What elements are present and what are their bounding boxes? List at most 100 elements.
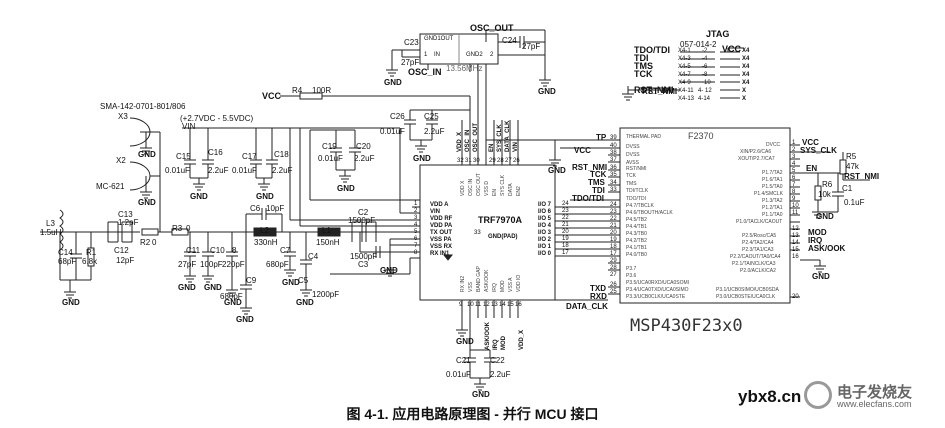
mcu-inner-label: P2.0/ACLK/CA2 [740, 268, 776, 274]
c3-label: C3 [358, 260, 369, 269]
c3-value: 1500pF [350, 252, 378, 261]
mcu-inner-label: P4.2/TB2 [626, 238, 647, 244]
jtag-x: X [742, 88, 747, 94]
gnd-x3: GND [138, 150, 156, 159]
trf-inner-label: MOD [500, 280, 506, 292]
trf-io: I/O 4 [538, 223, 552, 229]
supply-range: (+2.7VDC - 5.5VDC) [180, 114, 254, 123]
crystal-pin1: 1 [424, 52, 428, 58]
c19-label: C19 [322, 142, 337, 151]
trf-bottom-net: ASK/OOK [485, 321, 491, 350]
trf-inner-label: OSC IN [468, 178, 474, 196]
trf-inner-label: OSC OUT [476, 173, 482, 196]
mcu-pin-num: 25 [610, 289, 617, 295]
trf-gnd-pad-num: 33 [474, 230, 481, 236]
trf-inner-label: SYS CLK [500, 174, 506, 196]
jtag-pin: -8 [702, 72, 708, 78]
mcu-pin-num: 1 [792, 140, 796, 146]
trf-inner-label: BAND GAP [476, 266, 482, 292]
brand-logo-icon [804, 381, 832, 409]
mcu-inner-label: RST/NMI [626, 166, 647, 172]
trf-pin-num: 7 [414, 243, 418, 249]
r4-label: R4 [292, 86, 303, 95]
trf-pin-label: VSS PA [430, 237, 452, 243]
jtag-pin: X4-5 [678, 64, 691, 70]
mcu-net: IRQ [808, 236, 823, 245]
trf-pin-num: 9 [459, 302, 463, 308]
c15-label: C15 [176, 152, 191, 161]
r2-value: 0 [152, 238, 157, 247]
c2-label: C2 [358, 208, 369, 217]
c2-value: 1500pF [348, 216, 376, 225]
mcu-inner-label: TCK [626, 173, 636, 179]
trf-pin-num: 15 [507, 302, 514, 308]
jtag-pin: -4 [702, 56, 708, 62]
r5-label: R5 [846, 152, 857, 161]
mcu-inner-label: P3.6 [626, 273, 637, 279]
vcc-r4: VCC [262, 91, 282, 101]
c5-label: C5 [298, 276, 309, 285]
trf-io: I/O 5 [538, 216, 552, 222]
c11-value: 27pF [178, 260, 197, 269]
mcu-pin-num: 23 [610, 209, 617, 215]
gnd-c5: GND [296, 298, 314, 307]
r5-value: 47k [846, 162, 859, 171]
trf-pin-num: 31 [465, 158, 472, 164]
mcu-pin-num: 36 [610, 165, 617, 171]
mcu-inner-label: TMS [626, 181, 637, 187]
mcu-net: RXD [590, 292, 607, 301]
gnd-crystal-left: GND [384, 78, 402, 87]
r1-value: 6.8k [82, 257, 98, 266]
l1-label: L1 [322, 226, 331, 235]
watermark-brand: 电子发烧友 [837, 384, 913, 401]
trf-part-name: TRF7970A [478, 215, 523, 225]
mcu-pin-num: 29 [610, 258, 617, 264]
trf-pin-label: RX IN1 [430, 251, 450, 257]
mcu-inner-label: DVCC [766, 142, 781, 148]
mcu-pin-num: 17 [610, 251, 617, 257]
trf-inner-label: VSS D [484, 180, 490, 196]
mcu-inner-label: P2.5/Rosc/CA5 [742, 233, 777, 239]
trf-pin-num: 30 [473, 158, 480, 164]
mcu-inner-label: DVSS [626, 144, 640, 150]
c6-value: 10pF [266, 204, 285, 213]
mcu-part: MSP430F23x0 [630, 316, 743, 336]
mcu-pin-num: 7 [792, 182, 796, 188]
watermark-url: www.elecfans.com [837, 399, 912, 409]
gnd-crystal-right: GND [538, 87, 556, 96]
mcu-inner-label: P1.4/SMCLK [754, 191, 783, 197]
mcu-inner-label: P4.0/TB0 [626, 252, 647, 258]
trf-gnd-pad: GND(PAD) [488, 234, 518, 240]
trf-inner-label: VDD IO [516, 274, 522, 292]
x3-part: SMA-142-0701-801/806 [100, 102, 186, 111]
gnd-c11: GND [178, 283, 196, 292]
jtag-x4: X4 [742, 72, 750, 78]
mcu-inner-label: P4.5/TB2 [626, 217, 647, 223]
mcu-pin-num: 2 [792, 147, 796, 153]
mcu-pin-num: 27 [610, 272, 617, 278]
mcu-net: TCK [590, 170, 607, 179]
mcu-pin-num: 33 [610, 187, 617, 193]
l3-label: L3 [46, 219, 55, 228]
r4-value: 100R [312, 86, 332, 95]
trf-pin-label: VSS RX [430, 244, 453, 250]
c8-label: 8 [232, 246, 237, 255]
jtag-pin: X4-11 [678, 88, 694, 94]
jtag-vcc: VCC [722, 44, 742, 54]
mcu-inner-label: P4.6/TBOUTH/ACLK [626, 210, 673, 216]
mcu-inner-label: P1.3/TA2 [762, 198, 783, 204]
trf-pin-num: 4 [414, 222, 418, 228]
mcu-inner-label: P3.4/UCA0TXD/UCA0SIMO [626, 287, 689, 293]
mcu-pin-num: 12 [792, 226, 799, 232]
l3-value: 1.5uH [40, 228, 62, 237]
jtag-row-label: RST_NMI [634, 85, 674, 95]
jtag-pin: 4-14 [698, 96, 711, 102]
jtag-title: JTAG [706, 29, 730, 39]
mcu-inner-label: P2.3/TA1/CA3 [742, 247, 774, 253]
mcu-inner-label: P3.1/UCB0SIMO/UCB0SDA [716, 287, 779, 293]
mcu-pin-num: 39 [610, 135, 617, 141]
c20-label: C20 [356, 142, 371, 151]
trf-pin-num: 32 [457, 158, 464, 164]
trf-pin-label: VIN [430, 209, 441, 215]
c11-label: C11 [186, 246, 201, 255]
